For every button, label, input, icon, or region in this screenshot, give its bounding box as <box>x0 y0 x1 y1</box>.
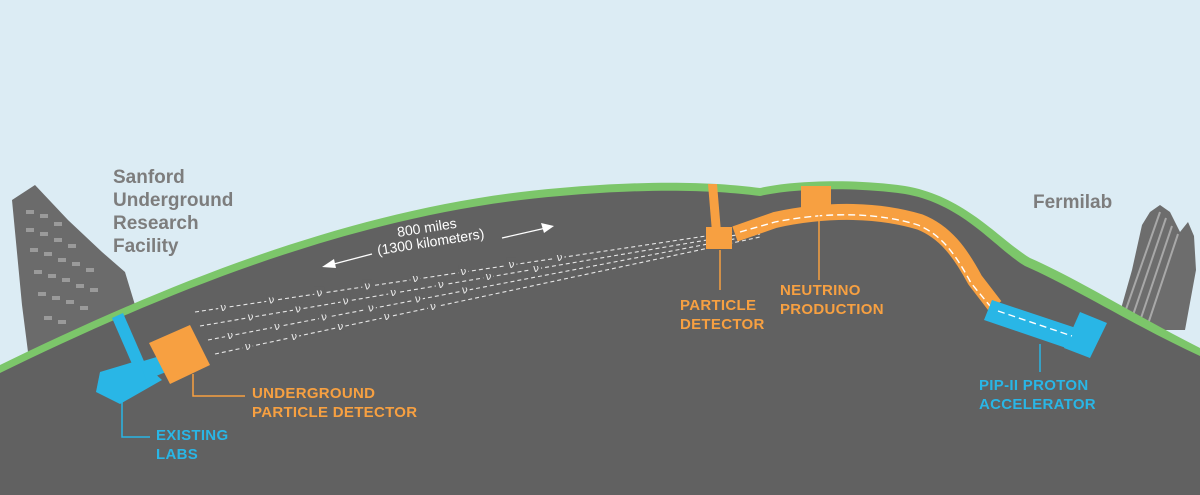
neutrino-symbol-bg <box>412 292 423 303</box>
neutrino-symbol: ν <box>485 270 491 283</box>
existing-labs-line-2: LABS <box>156 446 198 463</box>
neutrino-symbol-bg <box>459 283 470 294</box>
neutrino-production-block <box>801 186 831 214</box>
neutrino-symbol-bg <box>272 319 282 330</box>
underground-detector-line-1: UNDERGROUND <box>252 385 375 402</box>
neutrino-symbol-bg <box>531 262 541 272</box>
sanford-line-2: Underground <box>113 190 233 211</box>
neutrino-symbol-bg <box>435 278 446 289</box>
neutrino-symbol: ν <box>556 251 562 264</box>
neutrino-symbol: ν <box>274 320 280 333</box>
neutrino-symbol-bg <box>293 302 303 313</box>
neutrino-symbol: ν <box>291 330 297 343</box>
neutrino-symbol: ν <box>247 310 253 323</box>
distance-arrow <box>322 223 554 268</box>
sanford-building-icon <box>12 185 135 352</box>
pip-accelerator-line-1: PIP-II PROTON <box>979 377 1088 394</box>
neutrino-symbol-bg <box>365 301 376 312</box>
neutrino-symbol-bg <box>245 310 256 321</box>
neutrino-symbol: ν <box>390 286 396 299</box>
neutrino-symbol: ν <box>384 310 390 323</box>
particle-detector-line-2: DETECTOR <box>680 316 765 333</box>
neutrino-symbol: ν <box>227 329 233 342</box>
neutrino-symbol: ν <box>460 265 466 278</box>
neutrino-symbol-bg <box>458 265 469 276</box>
neutrino-symbol: ν <box>412 272 418 285</box>
sanford-line-4: Facility <box>113 236 179 257</box>
neutrino-symbol-bg <box>266 293 277 304</box>
neutrino-symbol-bg <box>318 310 329 321</box>
neutrino-symbol-bg <box>340 294 351 305</box>
neutrino-symbol: ν <box>337 320 343 333</box>
neutrino-symbol-bg <box>483 270 494 281</box>
neutrino-symbol-bg <box>506 257 517 268</box>
existing-labs-shaft <box>96 313 166 404</box>
neutrino-symbol-bg <box>225 328 236 339</box>
neutrino-symbol: ν <box>245 340 251 353</box>
pip-accelerator-line-2: ACCELERATOR <box>979 396 1096 413</box>
neutrino-symbol: ν <box>316 287 322 300</box>
neutrino-symbol: ν <box>295 302 301 315</box>
beam-tunnel <box>732 203 1002 311</box>
particle-detector-line-1: PARTICLE <box>680 297 756 314</box>
pip-accelerator-tunnel <box>984 300 1107 358</box>
neutrino-symbol: ν <box>415 293 421 306</box>
existing-labs-line-1: EXISTING <box>156 427 228 444</box>
neutrino-symbol-bg <box>362 279 373 290</box>
particle-detector-shaft <box>706 184 732 249</box>
neutrino-symbol: ν <box>508 258 514 271</box>
neutrino-symbol-bg <box>428 300 438 311</box>
fermilab-building-icon <box>1115 205 1196 330</box>
neutrino-symbol-bg <box>410 272 421 283</box>
neutrino-symbol: ν <box>364 279 370 292</box>
neutrino-symbol-bg <box>242 339 253 350</box>
sanford-line-3: Research <box>113 213 199 234</box>
neutrino-symbol: ν <box>268 294 274 307</box>
neutrino-symbol: ν <box>220 301 226 314</box>
neutrino-symbol: ν <box>368 302 374 315</box>
neutrino-symbol-bg <box>381 310 392 321</box>
neutrino-symbol: ν <box>321 311 327 324</box>
neutrino-symbol-bg <box>388 286 399 297</box>
neutrino-production-line-2: PRODUCTION <box>780 301 884 318</box>
neutrino-symbol: ν <box>343 294 349 307</box>
sanford-line-1: Sanford <box>113 167 185 188</box>
underground-detector-line-2: PARTICLE DETECTOR <box>252 404 417 421</box>
neutrino-symbol: ν <box>533 262 539 275</box>
neutrino-symbol-bg <box>314 286 325 297</box>
neutrino-symbol-bg <box>289 330 300 341</box>
neutrino-symbol: ν <box>462 284 468 297</box>
neutrino-symbol: ν <box>430 300 436 313</box>
neutrino-symbol-bg <box>554 250 565 261</box>
underground-detector-block <box>149 325 210 384</box>
leader-lines <box>121 214 1041 438</box>
earth-cross-section <box>0 189 1200 495</box>
neutrino-production-line-1: NEUTRINO <box>780 282 861 299</box>
neutrino-symbol: ν <box>438 278 444 291</box>
fermilab-label: Fermilab <box>1033 192 1112 213</box>
neutrino-symbol-bg <box>335 320 346 331</box>
neutrino-symbol-bg <box>218 300 229 311</box>
sanford-label: Sanford Underground Research Facility <box>113 167 233 257</box>
